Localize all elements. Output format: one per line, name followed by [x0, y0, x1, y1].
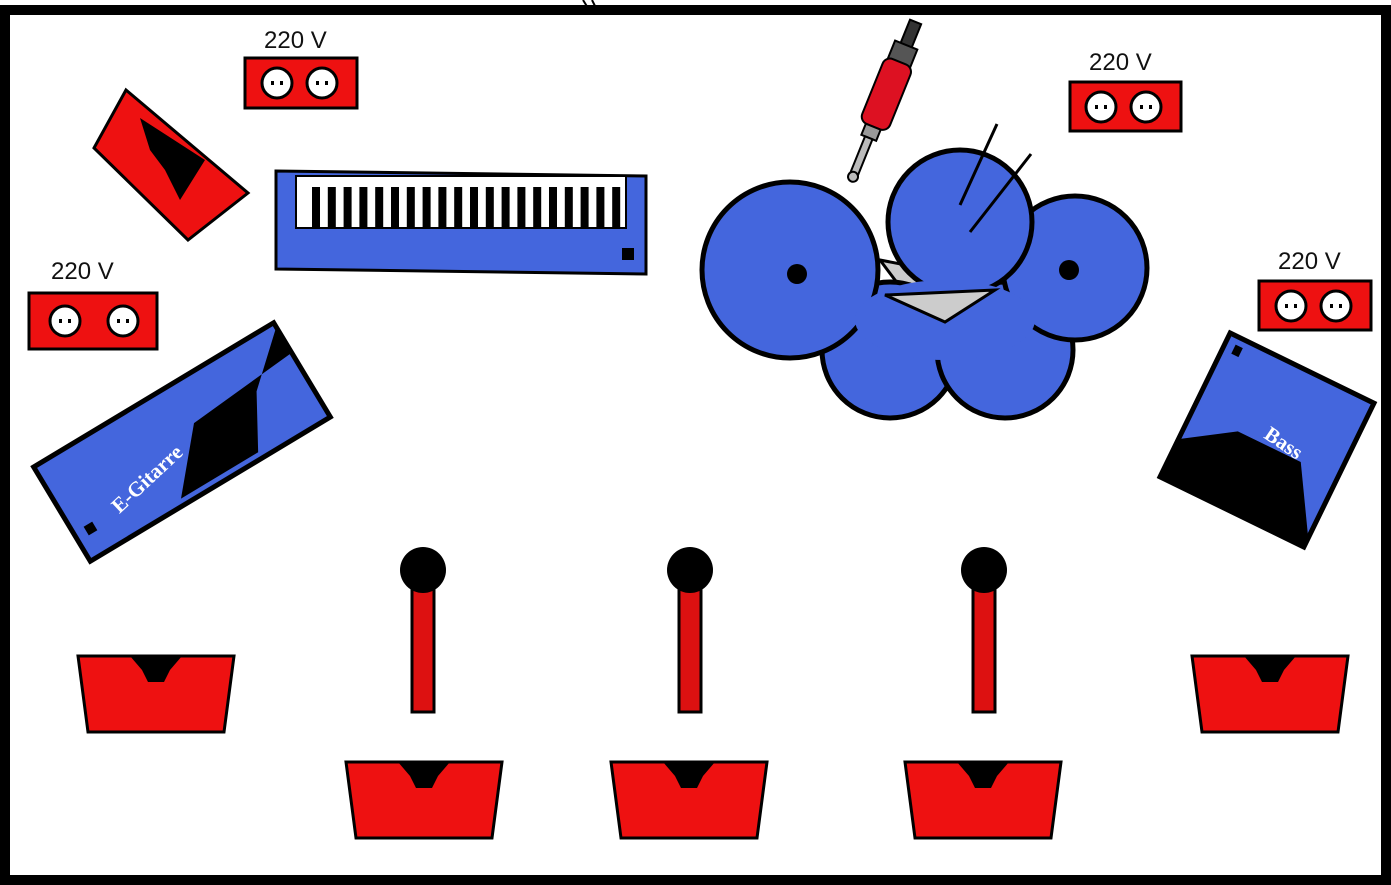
monitor-wedge-right	[1190, 654, 1350, 734]
microphone-stand-1	[400, 547, 446, 714]
socket-icon	[1274, 289, 1308, 323]
black-key	[596, 187, 605, 227]
outlet-voltage-label: 220 V	[1089, 49, 1152, 76]
monitor-wedge-2	[609, 760, 769, 840]
socket-icon	[1129, 90, 1163, 124]
socket-icon	[1084, 90, 1118, 124]
black-key	[422, 187, 431, 227]
black-key	[327, 187, 336, 227]
power-outlet-right: 220 V	[1257, 248, 1373, 332]
black-key	[580, 187, 589, 227]
socket-icon	[48, 304, 82, 338]
black-key	[533, 187, 542, 227]
guitar-amp: E-Gitarre	[30, 319, 334, 565]
black-key	[564, 187, 573, 227]
black-key	[406, 187, 415, 227]
black-key	[375, 187, 384, 227]
power-outlet-top-left: 220 V	[243, 27, 359, 110]
outlet-voltage-label: 220 V	[51, 258, 114, 285]
black-key	[470, 187, 478, 227]
black-key	[391, 187, 399, 227]
socket-icon	[260, 66, 294, 100]
black-key	[612, 187, 621, 227]
monitor-wedge-left	[76, 654, 236, 734]
black-key	[549, 187, 557, 227]
monitor-wedge-3	[903, 760, 1063, 840]
bass-amp: Bass	[1156, 329, 1378, 551]
audio-jack-plug-icon	[847, 18, 923, 183]
black-key	[454, 187, 463, 227]
microphone-stand-2	[667, 547, 713, 714]
black-key	[359, 187, 368, 227]
black-key	[501, 187, 510, 227]
outlet-voltage-label: 220 V	[1278, 248, 1341, 275]
keyboard-keys	[312, 187, 621, 227]
frame-top-mark	[582, 0, 597, 9]
socket-icon	[1319, 289, 1353, 323]
microphone-stand-3	[961, 547, 1007, 714]
power-outlet-mid-left: 220 V	[27, 258, 159, 351]
amp-small-top-left	[92, 87, 251, 242]
socket-icon	[106, 304, 140, 338]
keyboard-icon	[274, 169, 648, 276]
drum-kit-icon	[699, 123, 1150, 421]
black-key	[438, 187, 447, 227]
black-key	[517, 187, 526, 227]
monitor-wedge-1	[344, 760, 504, 840]
outlet-voltage-label: 220 V	[264, 27, 327, 54]
black-key	[343, 187, 352, 227]
socket-icon	[305, 66, 339, 100]
black-key	[312, 187, 320, 227]
black-key	[485, 187, 494, 227]
power-outlet-top-right: 220 V	[1068, 49, 1183, 133]
